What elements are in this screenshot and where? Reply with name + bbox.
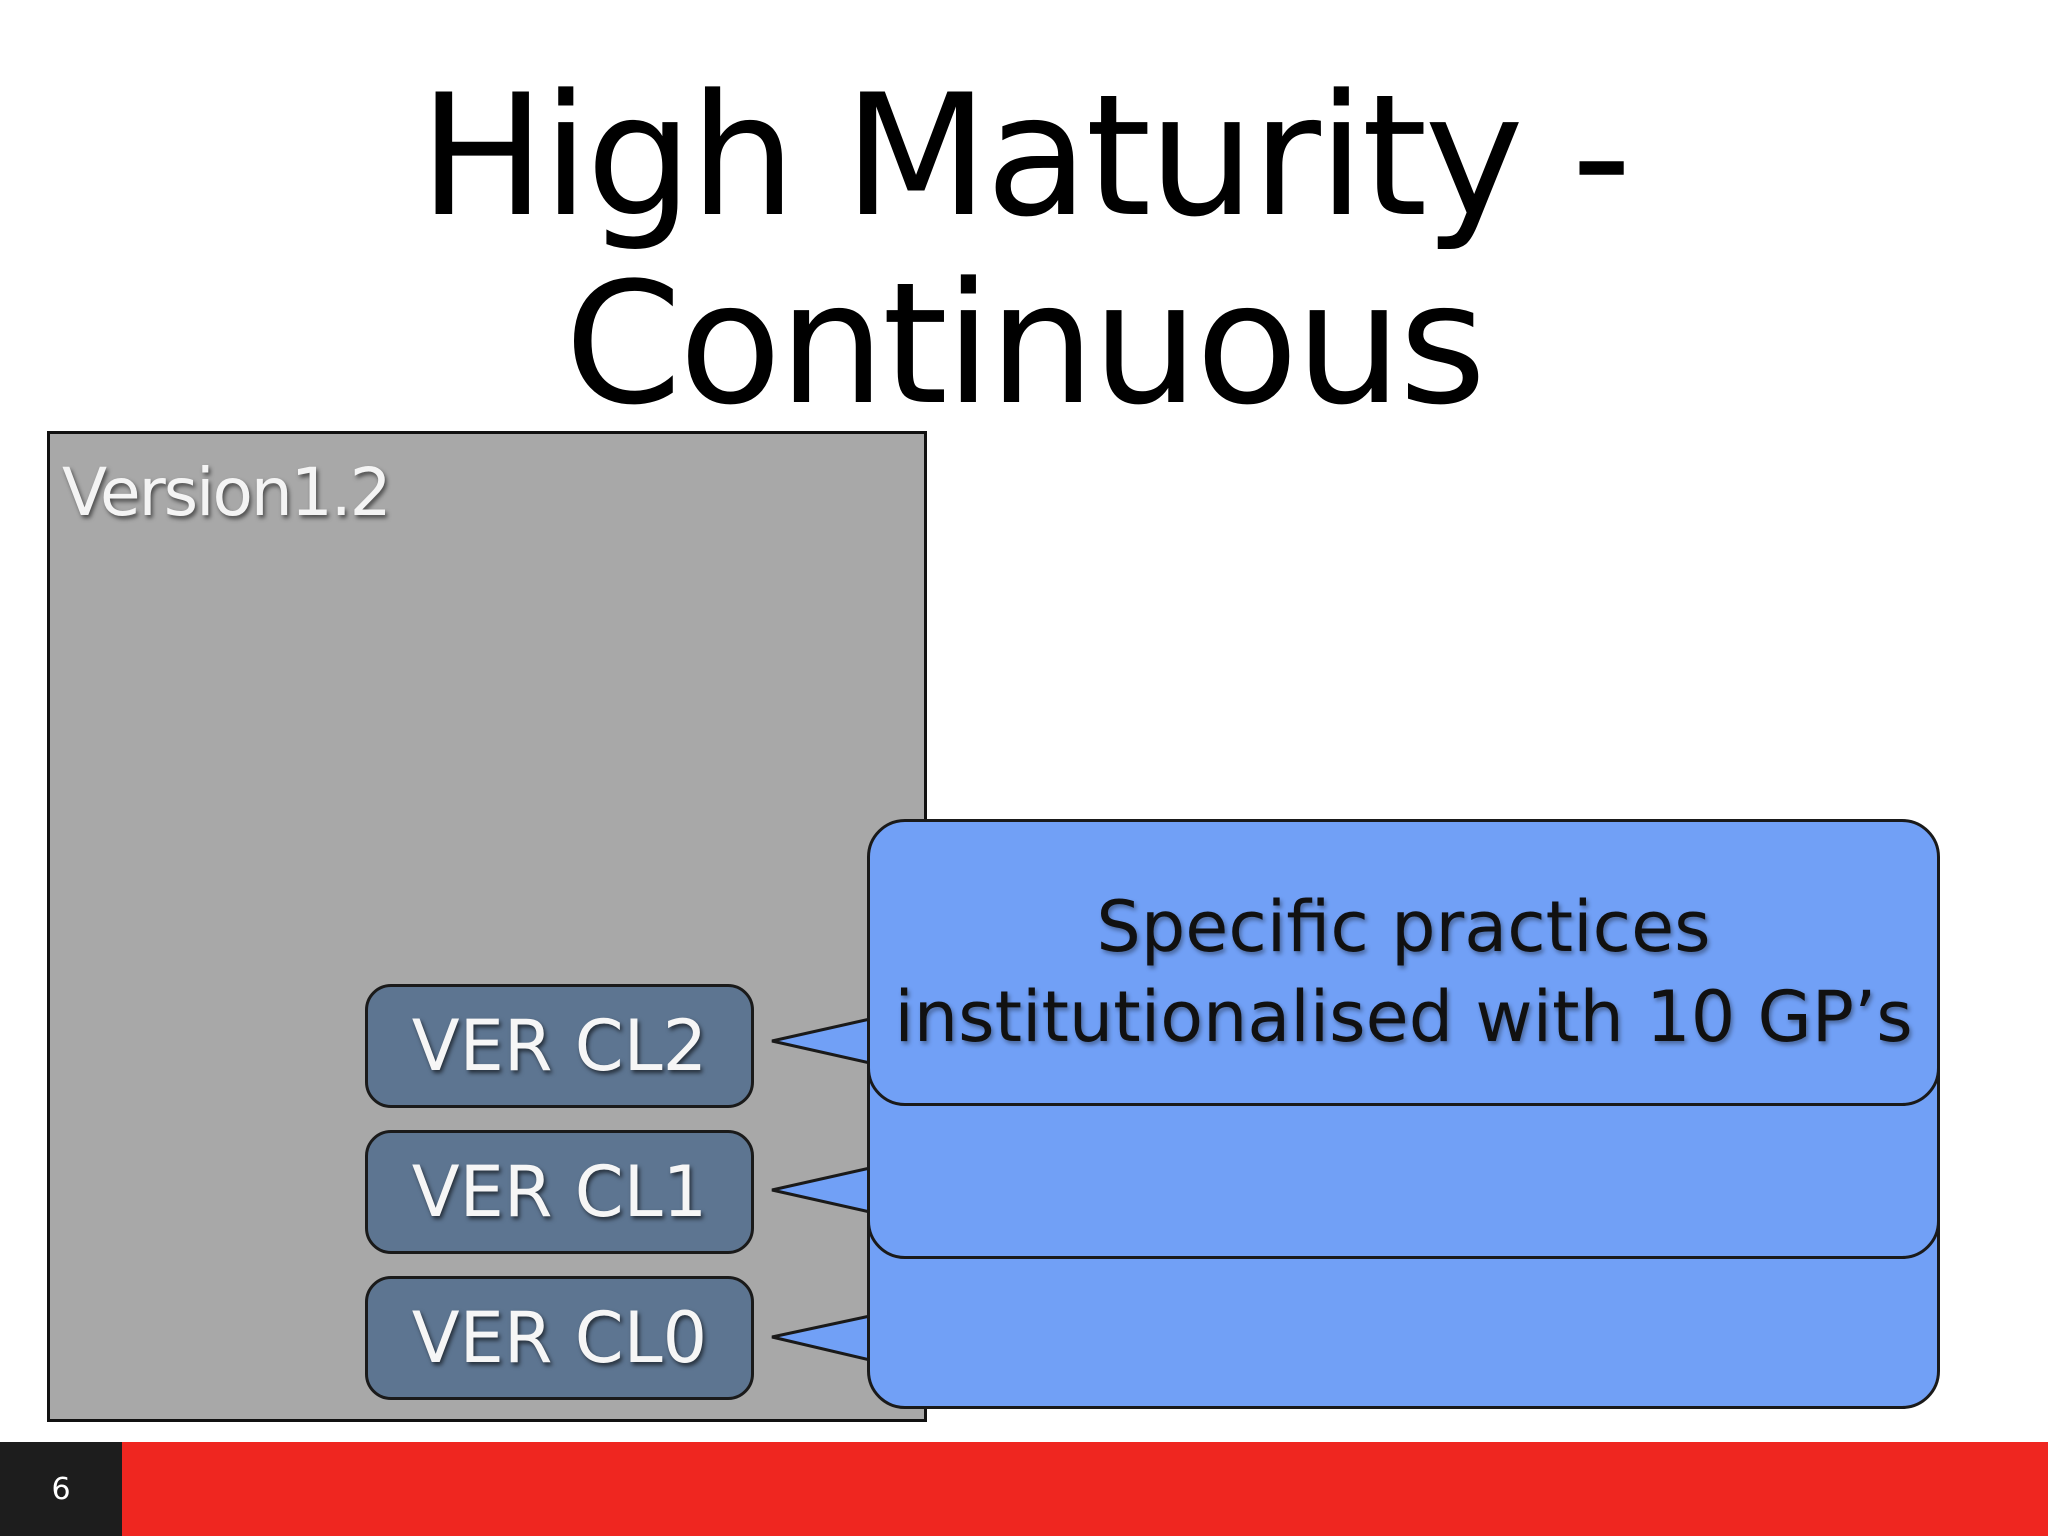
page-number-text: 6	[51, 1471, 71, 1507]
version-label: Version1.2	[62, 454, 392, 531]
ver-cl1-button[interactable]: VER CL1	[365, 1130, 754, 1254]
callout-cl2-text: Specific practices institutionalised wit…	[894, 886, 1913, 1058]
callout-cl2: Specific practices institutionalised wit…	[867, 819, 1940, 1106]
ver-cl0-button[interactable]: VER CL0	[365, 1276, 754, 1400]
ver-cl2-button[interactable]: VER CL2	[365, 984, 754, 1108]
slide-title-line-2: Continuous	[564, 246, 1487, 442]
slide-title: High Maturity - Continuous	[0, 62, 2048, 438]
slide-title-line-1: High Maturity -	[419, 58, 1632, 254]
version-box: Version1.2	[47, 431, 927, 1422]
page-number: 6	[0, 1442, 122, 1536]
footer-bar	[122, 1442, 2048, 1536]
